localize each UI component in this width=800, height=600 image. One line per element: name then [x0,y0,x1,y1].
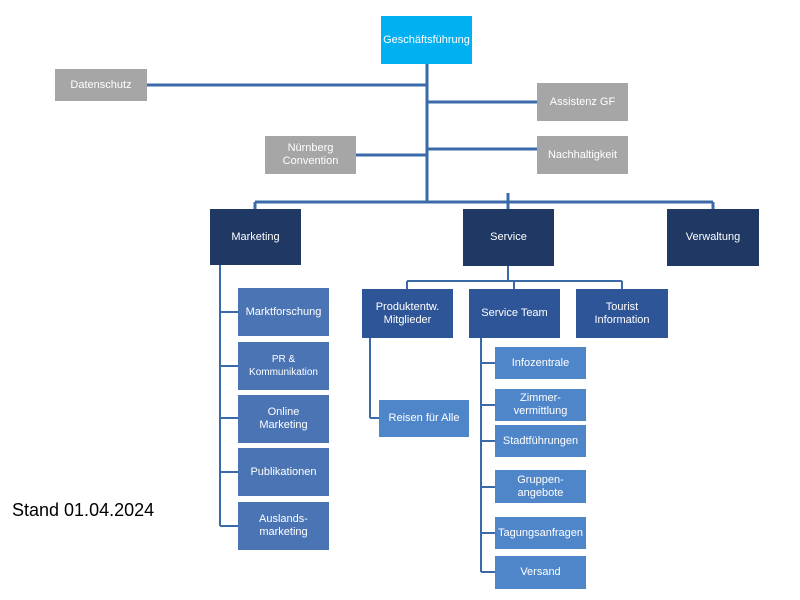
node-tourist-information: Tourist Information [576,289,668,338]
node-marktforschung: Marktforschung [238,288,329,336]
node-tagungsanfragen: Tagungsanfragen [495,517,586,549]
node-pr-kommunikation: PR & Kommunikation [238,342,329,390]
node-versand: Versand [495,556,586,589]
node-geschaeftsfuehrung: Geschäftsführung [381,16,472,64]
node-assistenz-gf: Assistenz GF [537,83,628,121]
stand-date: Stand 01.04.2024 [12,500,155,520]
node-datenschutz: Datenschutz [55,69,147,101]
node-publikationen: Publikationen [238,448,329,496]
node-produktentw-mitglieder: Produktentw. Mitglieder [362,289,453,338]
node-online-marketing: Online Marketing [238,395,329,443]
node-service: Service [463,209,554,266]
node-stadtfuehrungen: Stadtführungen [495,425,586,457]
node-reisen-fuer-alle: Reisen für Alle [379,400,469,437]
node-infozentrale: Infozentrale [495,347,586,379]
node-nuernberg-convention: Nürnberg Convention [265,136,356,174]
node-verwaltung: Verwaltung [667,209,759,266]
node-zimmervermittlung: Zimmer- vermittlung [495,389,586,421]
node-gruppenangebote: Gruppen-angebote [495,470,586,503]
node-nachhaltigkeit: Nachhaltigkeit [537,136,628,174]
node-auslandsmarketing: Auslands- marketing [238,502,329,550]
node-marketing: Marketing [210,209,301,265]
node-service-team: Service Team [469,289,560,338]
